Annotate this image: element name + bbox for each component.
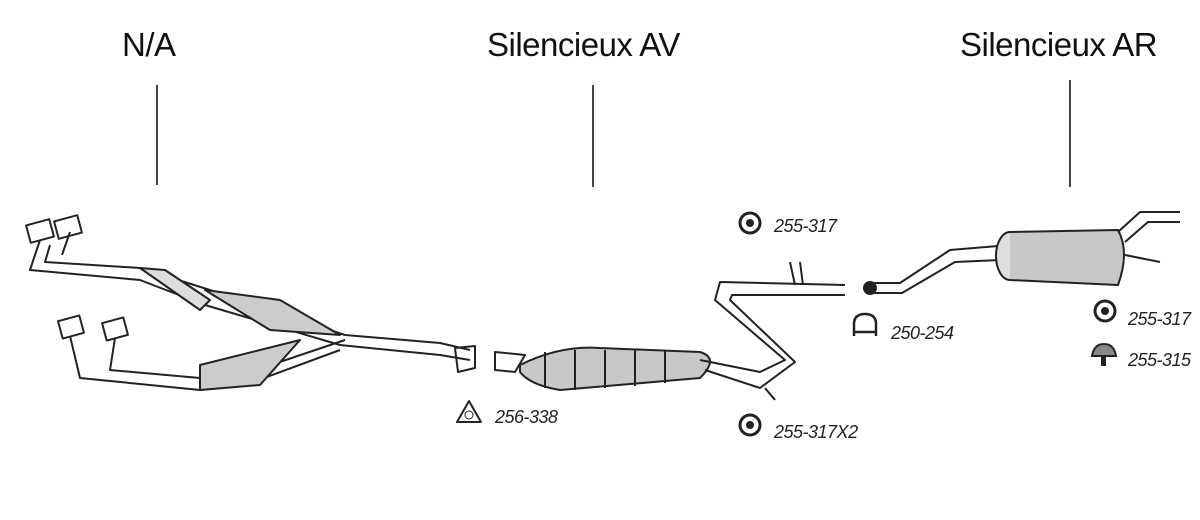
front-silencer-drawing	[494, 261, 846, 401]
rear-silencer-drawing	[863, 211, 1180, 295]
rubber-ring-icon	[738, 413, 762, 437]
leader-line-front-silencer	[592, 85, 594, 187]
part-ref-255-317x2: 255-317X2	[774, 422, 858, 442]
section-title-front-silencer: Silencieux AV	[487, 26, 680, 63]
gasket-icon	[456, 400, 482, 423]
leader-line-rear-silencer	[1069, 80, 1071, 187]
part-ref-250-254: 250-254	[891, 323, 954, 343]
rubber-mount-icon	[1090, 342, 1118, 366]
rubber-ring-icon	[1093, 299, 1117, 323]
part-ref-255-315: 255-315	[1128, 350, 1191, 370]
clamp-icon	[852, 312, 878, 336]
downpipe-drawing	[25, 214, 476, 391]
part-ref-255-317-rear: 255-317	[1128, 309, 1191, 329]
part-ref-256-338: 256-338	[495, 407, 558, 427]
section-title-na: N/A	[122, 26, 176, 63]
leader-line-na	[156, 85, 158, 185]
rubber-ring-icon	[738, 211, 762, 235]
part-ref-255-317-front: 255-317	[774, 216, 837, 236]
section-title-rear-silencer: Silencieux AR	[960, 26, 1158, 63]
